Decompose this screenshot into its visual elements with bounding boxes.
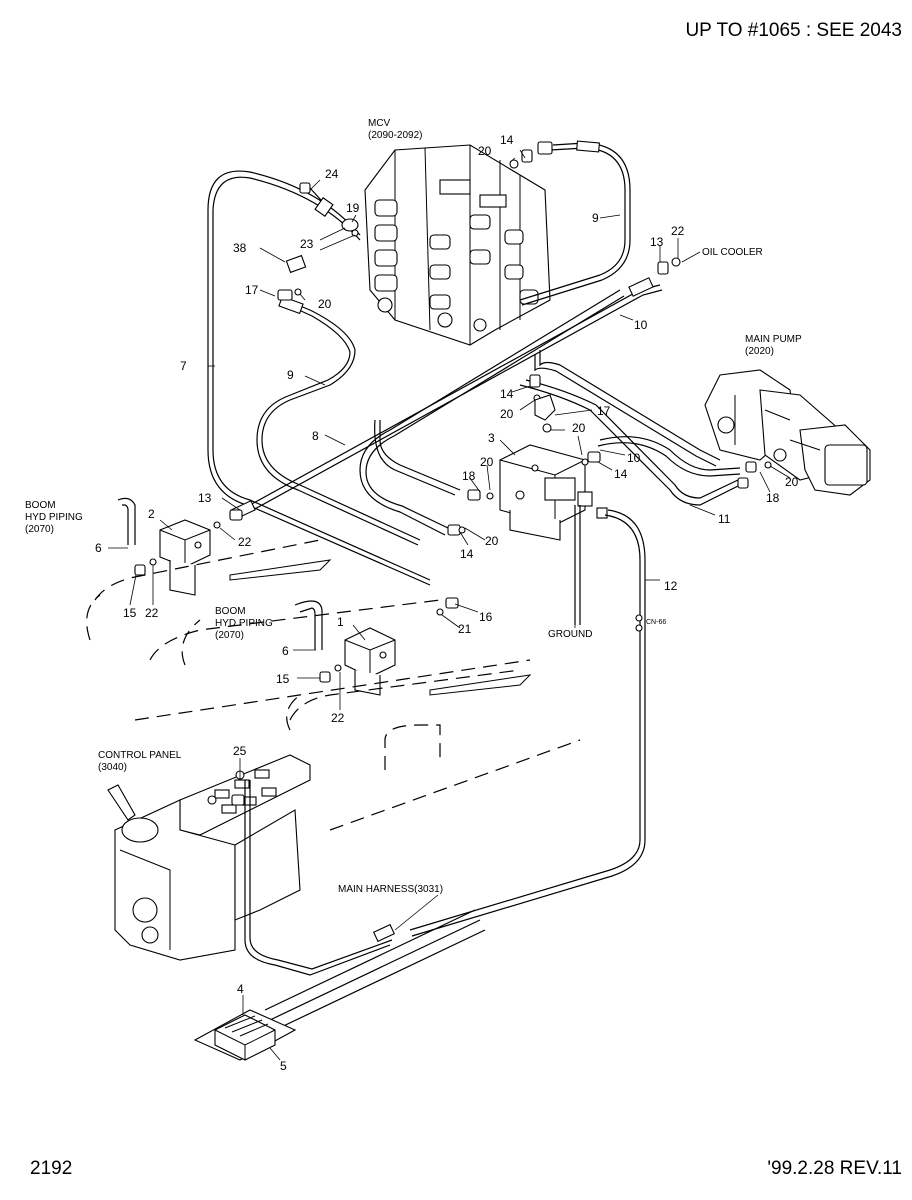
label-boom-left-ref: (2070) (25, 524, 54, 535)
revision-date: '99.2.28 REV.11 (767, 1158, 902, 1179)
callout-15: 15 (123, 606, 137, 620)
callout-13: 13 (198, 491, 212, 505)
callout-24: 24 (325, 167, 339, 181)
foot-pedal (193, 1009, 297, 1061)
page-number: 2192 (30, 1158, 73, 1179)
control-panel (107, 754, 311, 961)
callout-16: 16 (479, 610, 493, 624)
label-control-panel: CONTROL PANEL (98, 750, 182, 761)
callout-20: 20 (785, 475, 799, 489)
callout-numbers: 14 20 9 24 19 23 38 17 20 13 22 10 7 9 8… (95, 133, 799, 1073)
callout-14: 14 (614, 467, 628, 481)
leader-lines (108, 149, 791, 1061)
main-harness (264, 909, 486, 1031)
hose-bundle-center (374, 350, 741, 506)
label-boom-center-2: HYD PIPING (215, 618, 273, 629)
label-mcv: MCV (368, 118, 391, 129)
label-mcv-ref: (2090-2092) (368, 130, 422, 141)
callout-5: 5 (280, 1059, 287, 1073)
header-reference: UP TO #1065 : SEE 2043 (685, 20, 902, 41)
callout-3: 3 (488, 431, 495, 445)
label-main-pump-ref: (2020) (745, 346, 774, 357)
ground-wire (574, 505, 581, 625)
callout-14: 14 (460, 547, 474, 561)
callout-11: 11 (718, 512, 731, 526)
callout-22: 22 (331, 711, 345, 725)
callout-18: 18 (462, 469, 476, 483)
callout-2: 2 (148, 507, 155, 521)
label-connector: CN-66 (646, 619, 666, 626)
label-boom-center-ref: (2070) (215, 630, 244, 641)
label-oil-cooler: OIL COOLER (702, 247, 763, 258)
callout-17: 17 (245, 283, 259, 297)
callout-22: 22 (238, 535, 252, 549)
wire-12 (409, 514, 641, 931)
callout-20: 20 (572, 421, 586, 435)
callout-20: 20 (318, 297, 332, 311)
callout-15: 15 (276, 672, 290, 686)
callout-12: 12 (664, 579, 678, 593)
callout-13: 13 (650, 235, 664, 249)
callout-20: 20 (478, 144, 492, 158)
callout-18: 18 (766, 491, 780, 505)
label-main-pump: MAIN PUMP (745, 334, 802, 345)
callout-6: 6 (95, 541, 102, 555)
callout-25: 25 (233, 744, 247, 758)
callout-10: 10 (634, 318, 648, 332)
label-boom-center-1: BOOM (215, 606, 246, 617)
mcv-valve-block (364, 144, 551, 346)
pressure-switch-2 (159, 519, 211, 596)
hose-9-upper (519, 140, 631, 306)
callout-22: 22 (145, 606, 159, 620)
callout-4: 4 (237, 982, 244, 996)
pressure-switch-1 (344, 627, 396, 696)
callout-17: 17 (597, 404, 611, 418)
callout-8: 8 (312, 429, 319, 443)
wire-25 (244, 780, 391, 976)
label-control-panel-ref: (3040) (98, 762, 127, 773)
callout-14: 14 (500, 387, 514, 401)
label-boom-left-2: HYD PIPING (25, 512, 83, 523)
callout-19: 19 (346, 201, 360, 215)
callout-22: 22 (671, 224, 685, 238)
callout-20: 20 (485, 534, 499, 548)
boom-pipe-center (294, 600, 323, 650)
boom-pipe-left (117, 497, 136, 545)
callout-14: 14 (500, 133, 514, 147)
callout-10: 10 (627, 451, 641, 465)
valve-block-3 (499, 444, 608, 541)
callout-6: 6 (282, 644, 289, 658)
callout-21: 21 (458, 622, 472, 636)
label-main-harness: MAIN HARNESS(3031) (338, 884, 443, 895)
main-pump (704, 369, 871, 496)
boom-outline (86, 539, 581, 831)
hose-9-lower (256, 295, 421, 546)
label-ground: GROUND (548, 629, 592, 640)
callout-38: 38 (233, 241, 247, 255)
label-boom-left-1: BOOM (25, 500, 56, 511)
callout-20: 20 (500, 407, 514, 421)
callout-23: 23 (300, 237, 314, 251)
callout-1: 1 (337, 615, 344, 629)
fittings (134, 149, 772, 806)
callout-7: 7 (180, 359, 187, 373)
callout-9: 9 (287, 368, 294, 382)
diagram-labels: MCV (2090-2092) OIL COOLER MAIN PUMP (20… (25, 118, 802, 895)
callout-9: 9 (592, 211, 599, 225)
callout-20: 20 (480, 455, 494, 469)
